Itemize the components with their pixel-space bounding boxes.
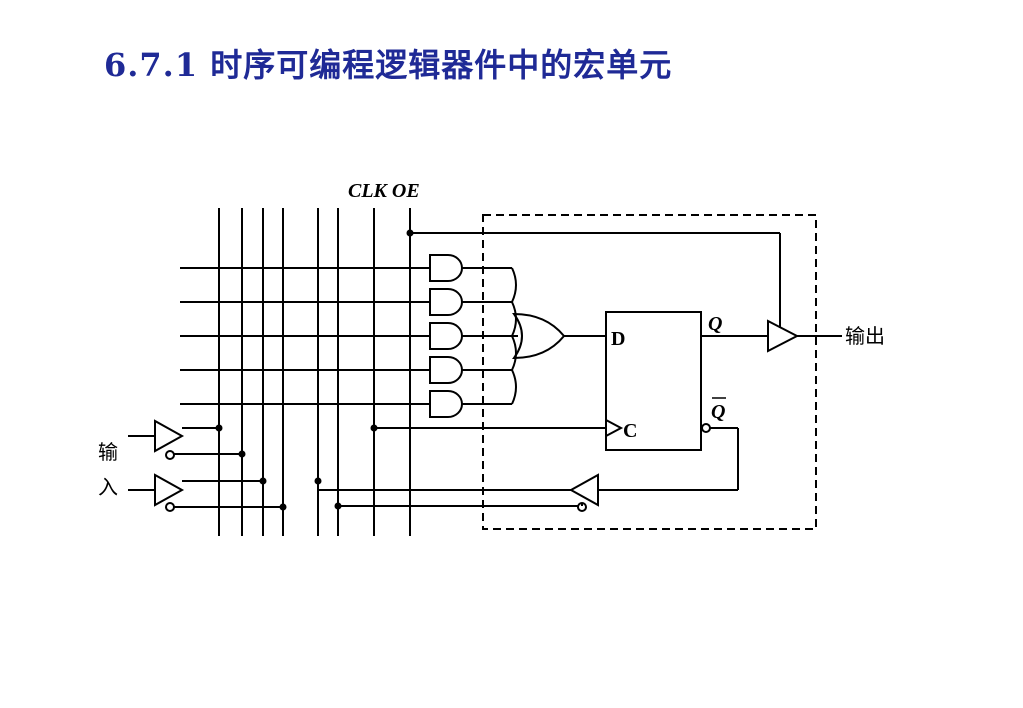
input-buffer-1 [154,419,185,453]
page-title: 6.7.1 时序可编程逻辑器件中的宏单元 [104,46,673,84]
macrocell-boundary [482,214,817,530]
or-gate [512,312,566,360]
q-label: Q [708,313,722,335]
clk-oe-label: CLK OE [348,180,420,202]
input-buffer-2 [154,473,185,507]
input-label-top: 输 [98,440,118,464]
feedback-buffer [568,473,599,507]
d-flip-flop [605,311,702,451]
ff-d-label: D [611,328,625,350]
vertical-bus-lines [218,208,411,536]
output-tristate-buffer [767,319,800,353]
qbar-label: Q [711,401,725,423]
junction-dots [215,229,414,511]
and-gates [429,254,518,418]
input-label-bottom: 入 [98,475,118,499]
output-label: 输出 [845,324,885,348]
product-term-lines [180,267,430,405]
ff-c-label: C [623,420,637,442]
